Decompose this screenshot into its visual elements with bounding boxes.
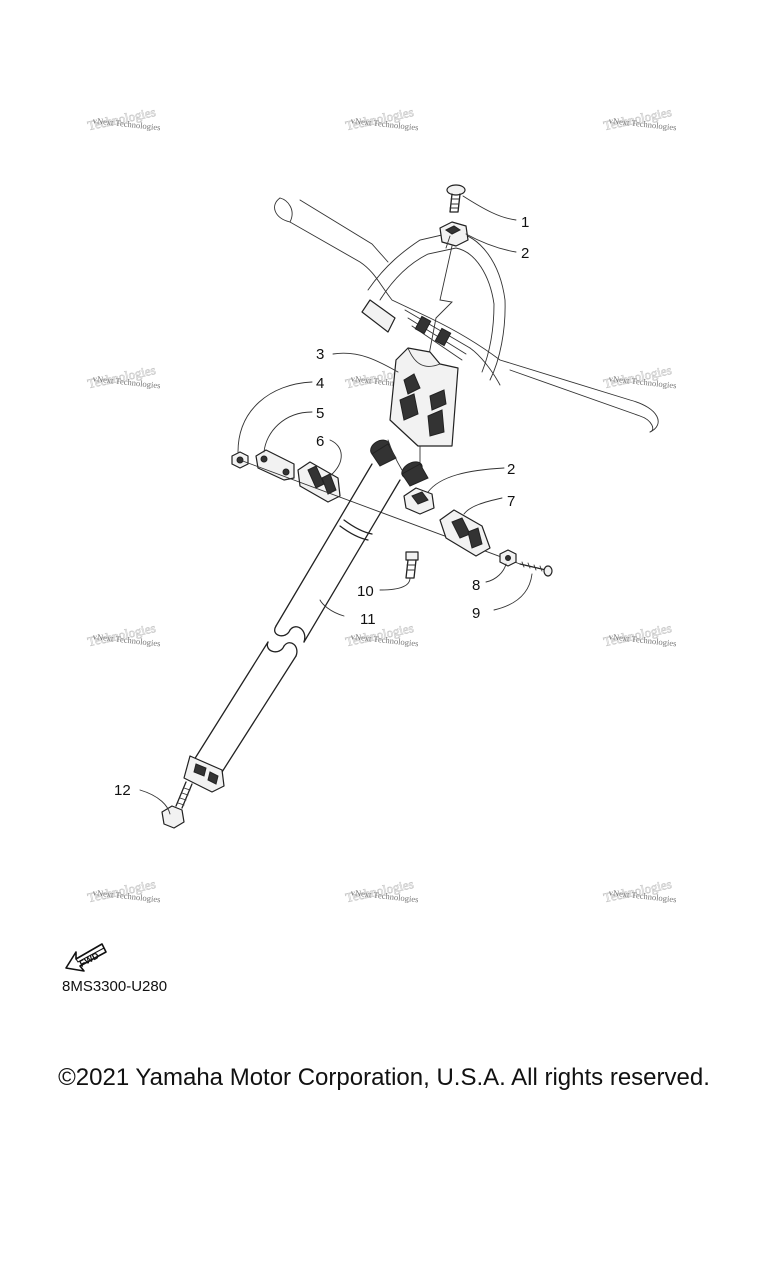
part-label: 6 <box>316 433 324 450</box>
leader-line-1 <box>462 195 517 221</box>
steering-shaft-part-11 <box>183 463 401 793</box>
watermark: Technologies vNext Technologies <box>602 104 677 134</box>
alignment-line <box>445 235 451 249</box>
watermark: Technologies vNext Technologies <box>86 876 161 906</box>
watermark: Technologies vNext Technologies <box>602 620 677 650</box>
watermark: Technologies vNext Technologies <box>344 876 419 906</box>
steering-shaft-top <box>370 439 429 487</box>
upper-clamp-part-2 <box>439 221 469 247</box>
part-label: 10 <box>357 583 374 600</box>
part-label: 8 <box>472 577 480 594</box>
nut-part-8 <box>499 549 517 567</box>
watermark: Technologies vNext Technologies <box>86 620 161 650</box>
part-label: 5 <box>316 405 324 422</box>
leader-line-2b <box>427 467 505 493</box>
diagram-code: 8MS3300-U280 <box>62 978 168 995</box>
part-label: 1 <box>521 214 529 231</box>
watermark: Technologies vNext Technologies <box>344 104 419 134</box>
bolt-part-12 <box>161 781 193 829</box>
leader-line-10 <box>379 577 411 591</box>
handlebar <box>274 197 659 433</box>
leader-line-5 <box>263 411 313 453</box>
watermarks: Technologies vNext Technologies Technolo… <box>86 104 677 906</box>
clamp-block-part-6 <box>297 461 341 503</box>
leader-line-12 <box>139 789 171 815</box>
leader-line-4 <box>237 381 313 453</box>
watermark: Technologies vNext Technologies <box>602 876 677 906</box>
watermark: Technologies vNext Technologies <box>602 362 677 392</box>
part-label: 3 <box>316 346 324 363</box>
bolt-part-1 <box>446 184 466 213</box>
part-label: 7 <box>507 493 515 510</box>
part-label: 2 <box>507 461 515 478</box>
watermark: Technologies vNext Technologies <box>344 620 419 650</box>
leader-line-11 <box>319 599 345 617</box>
bolt-part-9 <box>519 561 553 577</box>
riser-part-3 <box>389 347 459 471</box>
part-label: 2 <box>521 245 529 262</box>
part-label: 11 <box>360 611 376 628</box>
clamp-block-part-7 <box>439 509 491 557</box>
parts-diagram: Technologies vNext Technologies Technolo… <box>65 104 677 972</box>
part-labels: 1 2 3 4 5 6 2 7 10 8 9 11 12 <box>114 214 529 799</box>
leader-line-3 <box>332 352 399 373</box>
copyright-notice: ©2021 Yamaha Motor Corporation, U.S.A. A… <box>58 1064 710 1091</box>
leader-line-2 <box>465 233 517 253</box>
leader-line-8 <box>485 563 507 583</box>
part-label: 4 <box>316 375 324 392</box>
fwd-arrow-icon: FWD <box>65 943 107 972</box>
leader-line-6 <box>329 439 342 477</box>
watermark: Technologies vNext Technologies <box>86 104 161 134</box>
leader-lines <box>139 195 533 815</box>
leader-line-9 <box>493 573 533 611</box>
part-label: 9 <box>472 605 480 622</box>
watermark: Technologies vNext Technologies <box>86 362 161 392</box>
lower-clamp-part-2 <box>403 487 435 515</box>
leader-line-7 <box>463 497 503 515</box>
part-label: 12 <box>114 782 131 799</box>
bolt-part-10 <box>405 551 419 579</box>
bracket-part-5 <box>255 449 295 481</box>
